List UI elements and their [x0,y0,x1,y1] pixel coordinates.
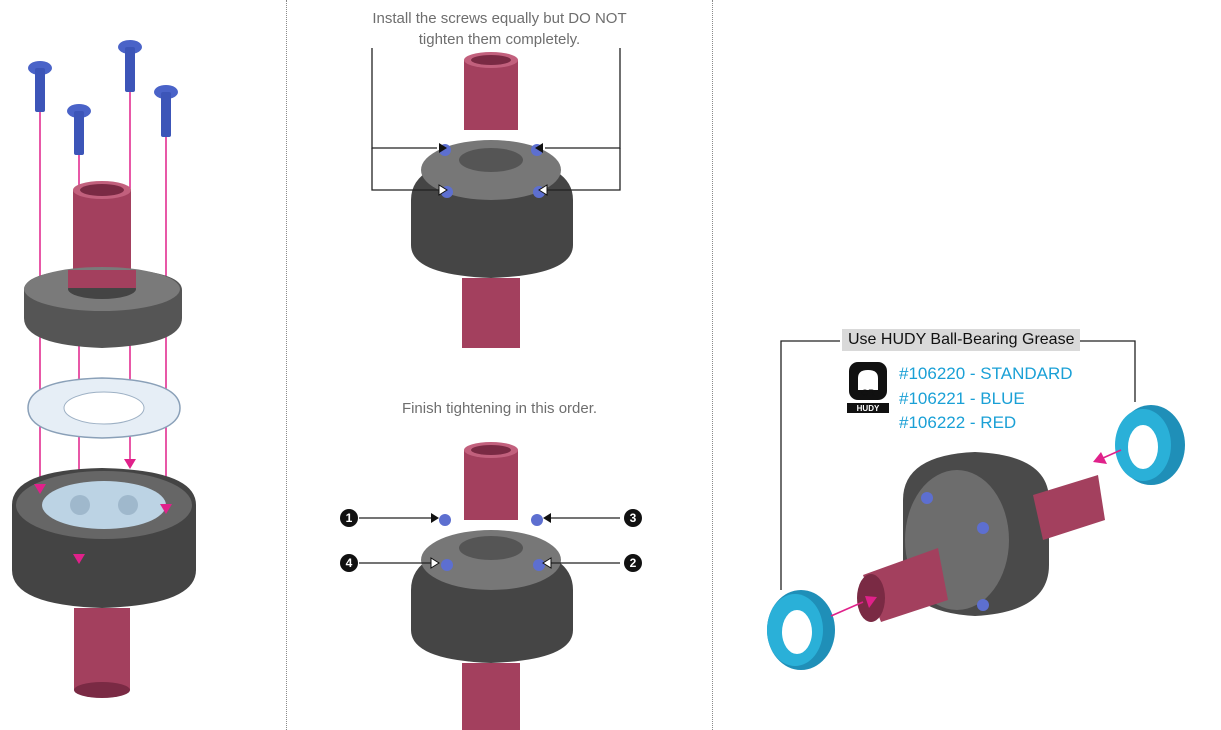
order-number-4: 4 [346,556,353,570]
screw-icon [118,40,142,92]
order-badge-1: 1 [340,509,358,527]
panel-exploded-view [0,0,286,730]
guide-arrowheads [34,459,172,564]
screw-icon [67,104,91,155]
order-caption: Finish tightening in this order. [401,400,598,417]
divider-right [712,0,713,730]
panel-bearings: GR HUDY Use HUDY Ball-Bearing Grease #10… [713,0,1221,730]
grease-code-red: #106222 - RED [899,413,1017,432]
hudy-grease-logo: GR HUDY [847,362,889,413]
bearing-arrows [830,449,1122,617]
divider-left [286,0,287,730]
install-caption: Install the screws equally but DO NOT ti… [287,8,712,50]
grease-code-standard: #106220 - STANDARD [899,364,1073,383]
order-badge-3: 3 [624,509,642,527]
panel-install-order: Install the screws equally but DO NOT ti… [287,0,712,730]
logo-badge-text: GR [861,388,875,398]
grease-label: Use HUDY Ball-Bearing Grease [842,329,1081,351]
screws [28,40,178,155]
top-assembly [411,52,573,348]
bottom-assembly [411,442,573,730]
diff-assembly [857,452,1105,622]
arrowhead-left [865,596,877,608]
screw-icon [154,85,178,137]
order-number-2: 2 [630,556,637,570]
install-caption-line-1: Install the screws equally but DO NOT [372,10,627,27]
arrowhead-right [1093,452,1107,464]
lower-shaft [74,608,130,698]
diff-cap [24,267,182,348]
grease-code-blue: #106221 - BLUE [899,389,1025,408]
bearing-right [1115,405,1185,485]
gasket [27,377,181,439]
install-diagrams: 1 3 4 2 [340,48,642,730]
top-callout-lines [371,48,621,191]
diff-gear [12,468,196,608]
bearing-diagram: GR HUDY [767,340,1185,670]
logo-brand-text: HUDY [857,404,880,413]
bearing-left [767,590,835,670]
top-arrowheads [438,143,548,196]
exploded-diagram [12,40,196,698]
order-number-1: 1 [346,511,353,525]
order-badge-4: 4 [340,554,358,572]
grease-callout-lines [780,340,1136,590]
order-number-3: 3 [630,511,637,525]
install-caption-line-2: tighten them completely. [418,31,581,48]
order-arrowheads [430,513,552,569]
order-callout-lines [359,517,620,564]
order-badge-2: 2 [624,554,642,572]
screw-icon [28,61,52,112]
